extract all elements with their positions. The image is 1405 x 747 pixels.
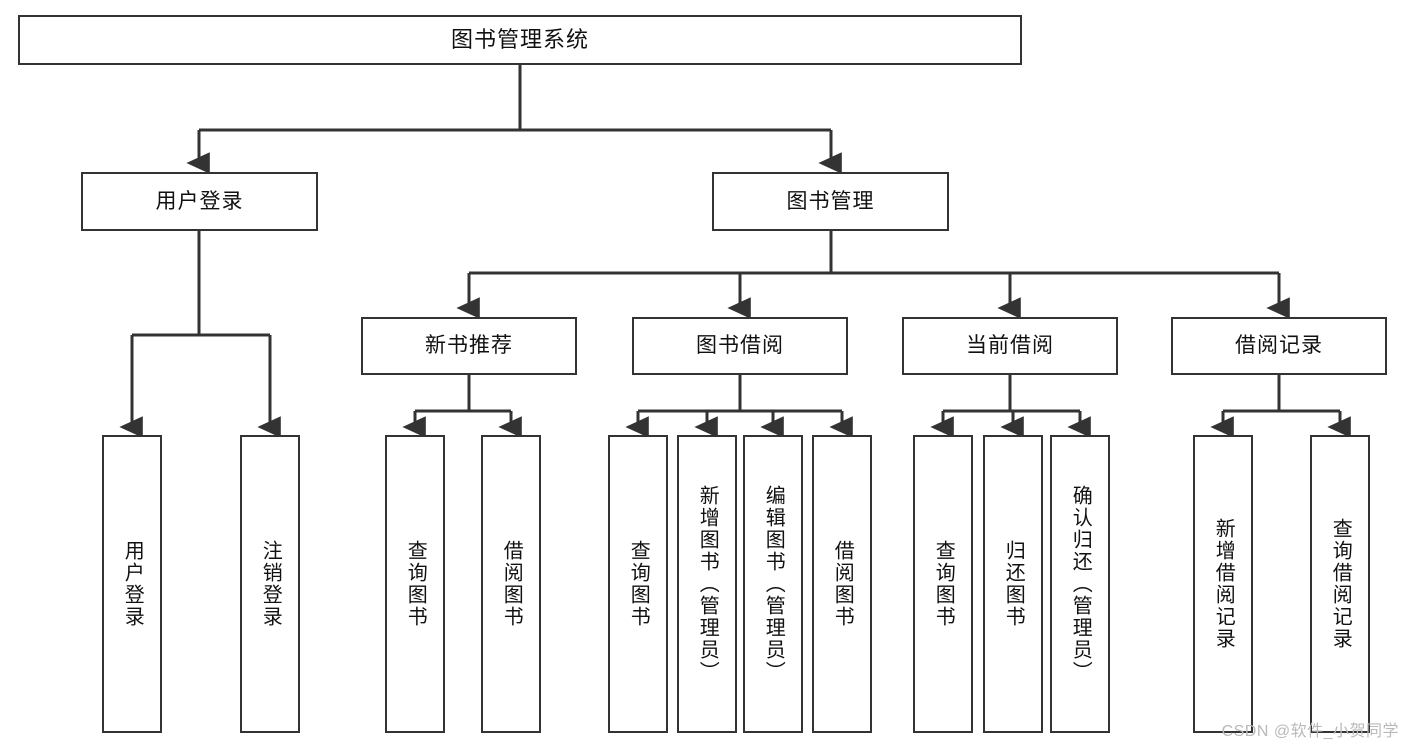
leaf-borrow-book-borrow[interactable]: 借阅图书 <box>812 435 872 733</box>
node-label: 用户登录 <box>155 189 244 213</box>
node-label: 查询图书 <box>404 540 427 628</box>
node-label: 查询图书 <box>932 540 955 628</box>
leaf-add-borrow-record[interactable]: 新增借阅记录 <box>1193 435 1253 733</box>
leaf-borrow-book-recommend[interactable]: 借阅图书 <box>481 435 541 733</box>
node-label: 新增图书（管理员） <box>696 485 719 683</box>
node-label: 归还图书 <box>1002 540 1025 628</box>
node-label: 借阅图书 <box>500 540 523 628</box>
node-label: 注销登录 <box>259 540 282 628</box>
leaf-query-book-recommend[interactable]: 查询图书 <box>385 435 445 733</box>
node-current-borrow[interactable]: 当前借阅 <box>902 317 1118 375</box>
leaf-user-logout[interactable]: 注销登录 <box>240 435 300 733</box>
node-label: 当前借阅 <box>966 334 1054 358</box>
node-label: 查询借阅记录 <box>1329 518 1352 650</box>
node-label: 确认归还（管理员） <box>1069 485 1092 683</box>
leaf-query-borrow-record[interactable]: 查询借阅记录 <box>1310 435 1370 733</box>
leaf-confirm-return-admin[interactable]: 确认归还（管理员） <box>1050 435 1110 733</box>
node-book-borrow[interactable]: 图书借阅 <box>632 317 848 375</box>
node-label: 查询图书 <box>627 540 650 628</box>
leaf-query-book-current[interactable]: 查询图书 <box>913 435 973 733</box>
node-book-management[interactable]: 图书管理 <box>712 172 949 231</box>
node-label: 新增借阅记录 <box>1212 518 1235 650</box>
leaf-edit-book-admin[interactable]: 编辑图书（管理员） <box>743 435 803 733</box>
node-label: 图书借阅 <box>696 334 784 358</box>
leaf-user-login[interactable]: 用户登录 <box>102 435 162 733</box>
csdn-watermark: CSDN @软件_小贺同学 <box>1221 723 1399 740</box>
leaf-add-book-admin[interactable]: 新增图书（管理员） <box>677 435 737 733</box>
leaf-return-book[interactable]: 归还图书 <box>983 435 1043 733</box>
node-root-book-management-system[interactable]: 图书管理系统 <box>18 15 1022 65</box>
node-label: 借阅图书 <box>831 540 854 628</box>
node-label: 编辑图书（管理员） <box>762 485 785 683</box>
node-label: 借阅记录 <box>1235 334 1323 358</box>
node-label: 图书管理 <box>786 189 875 213</box>
node-borrow-record[interactable]: 借阅记录 <box>1171 317 1387 375</box>
leaf-query-book-borrow[interactable]: 查询图书 <box>608 435 668 733</box>
node-label: 用户登录 <box>121 540 144 628</box>
node-label: 图书管理系统 <box>450 26 589 52</box>
node-user-login[interactable]: 用户登录 <box>81 172 318 231</box>
node-label: 新书推荐 <box>425 334 513 358</box>
node-new-book-recommend[interactable]: 新书推荐 <box>361 317 577 375</box>
